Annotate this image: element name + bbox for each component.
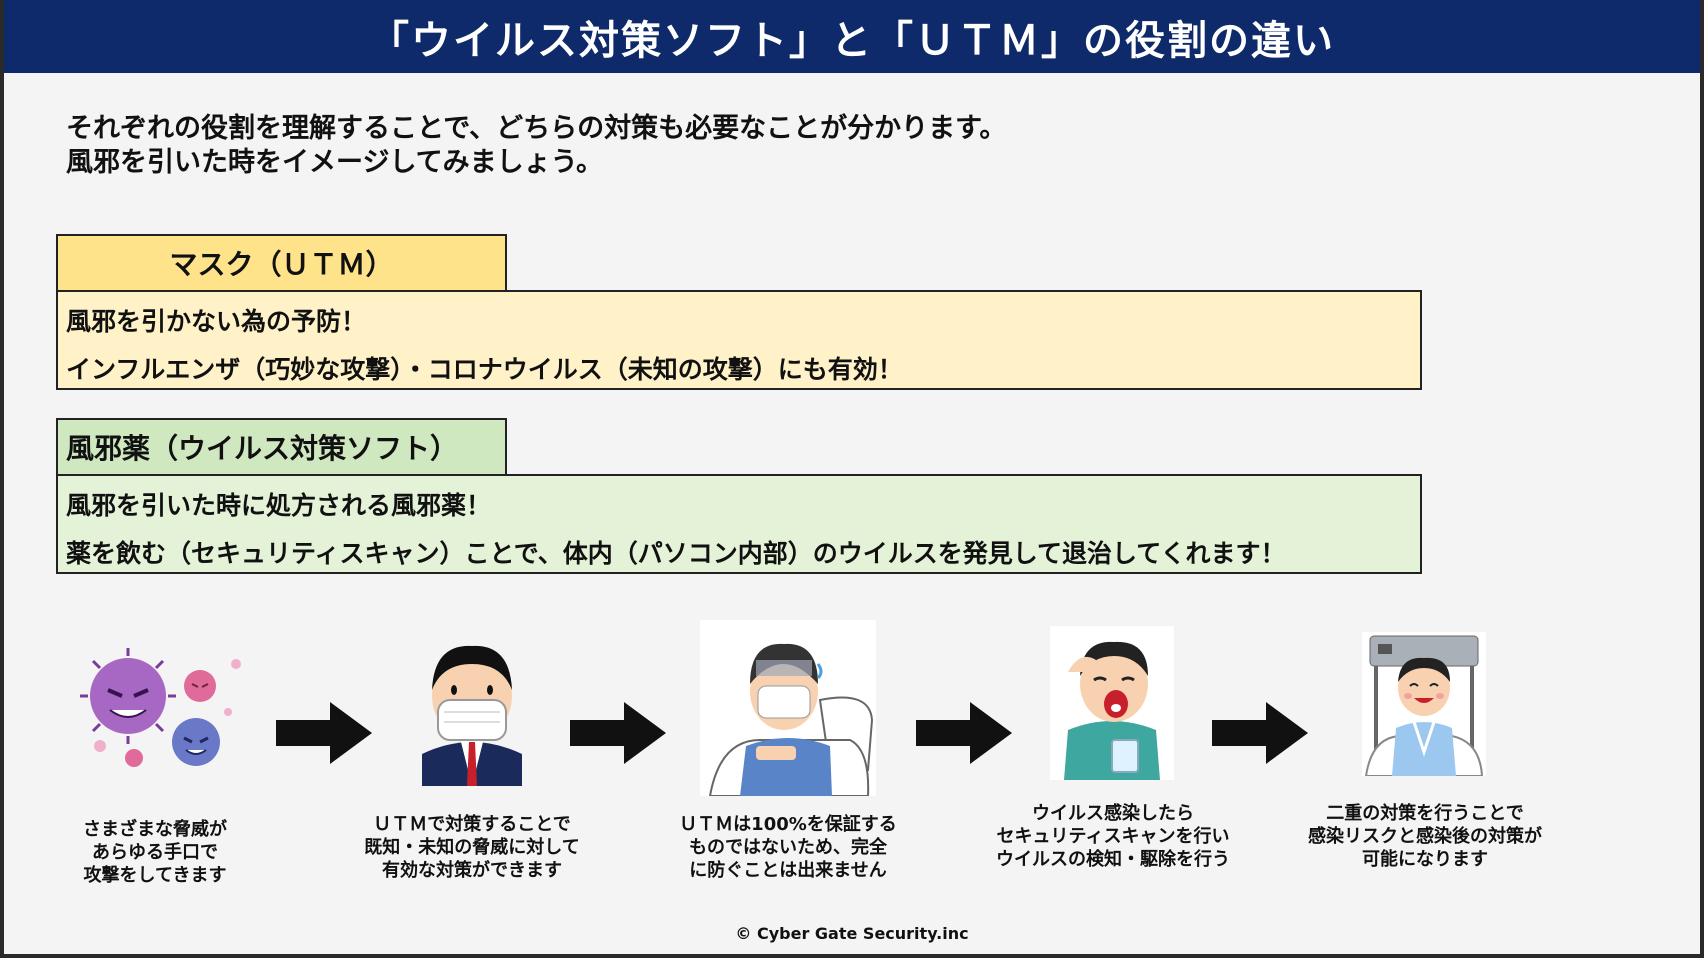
- taking-medicine-illustration: [1050, 626, 1174, 780]
- intro-line-1: それぞれの役割を理解することで、どちらの対策も必要なことが分かります。: [66, 113, 1007, 144]
- step-caption-1: さまざまな脅威が あらゆる手口で 攻撃をしてきます: [58, 818, 252, 887]
- sick-in-bed-illustration: [700, 620, 876, 796]
- caption-line: に防ぐことは出来ません: [689, 860, 887, 881]
- caption-line: 有効な対策ができます: [382, 860, 562, 881]
- mask-line-2: インフルエンザ（巧妙な攻撃）・コロナウイルス（未知の攻撃）にも有効！: [66, 355, 903, 384]
- caption-line: ウイルス感染したら: [1032, 803, 1194, 824]
- caption-line: 二重の対策を行うことで: [1326, 803, 1524, 824]
- mask-box: 風邪を引かない為の予防！ インフルエンザ（巧妙な攻撃）・コロナウイルス（未知の攻…: [56, 290, 1422, 390]
- intro-line-2: 風邪を引いた時をイメージしてみましょう。: [66, 147, 604, 178]
- intro-text: それぞれの役割を理解することで、どちらの対策も必要なことが分かります。 風邪を引…: [66, 112, 1006, 180]
- masked-man-illustration: [422, 645, 522, 786]
- arrow-icon: [276, 702, 372, 764]
- title-bar: 「ウイルス対策ソフト」と「ＵＴＭ」の役割の違い: [4, 0, 1700, 73]
- arrow-icon: [570, 702, 666, 764]
- recovered-patient-illustration: [1362, 632, 1486, 776]
- arrow-icon: [916, 702, 1012, 764]
- caption-line: ウイルスの検知・駆除を行う: [996, 849, 1230, 870]
- arrow-icon: [1212, 702, 1308, 764]
- page-title: 「ウイルス対策ソフト」と「ＵＴＭ」の役割の違い: [369, 17, 1335, 64]
- medicine-tab: 風邪薬（ウイルス対策ソフト）: [56, 418, 507, 474]
- medicine-line-2: 薬を飲む（セキュリティスキャン）ことで、体内（パソコン内部）のウイルスを発見して…: [66, 539, 1286, 568]
- caption-line: ＵＴＭは100%を保証する: [679, 814, 897, 835]
- caption-line: 既知・未知の脅威に対して: [364, 837, 580, 858]
- slide: 「ウイルス対策ソフト」と「ＵＴＭ」の役割の違い それぞれの役割を理解することで、…: [4, 0, 1700, 954]
- step-caption-5: 二重の対策を行うことで 感染リスクと感染後の対策が 可能になります: [1280, 802, 1570, 871]
- caption-line: ものではないため、完全: [689, 837, 887, 858]
- medicine-line-1: 風邪を引いた時に処方される風邪薬！: [66, 491, 492, 520]
- caption-line: あらゆる手口で: [92, 842, 218, 863]
- caption-line: 攻撃をしてきます: [83, 865, 227, 886]
- step-caption-2: ＵＴＭで対策することで 既知・未知の脅威に対して 有効な対策ができます: [342, 813, 602, 882]
- caption-line: 感染リスクと感染後の対策が: [1308, 826, 1542, 847]
- copyright-footer: © Cyber Gate Security.inc: [735, 924, 969, 943]
- mask-line-1: 風邪を引かない為の予防！: [66, 307, 367, 336]
- caption-line: 可能になります: [1362, 849, 1488, 870]
- step-caption-4: ウイルス感染したら セキュリティスキャンを行い ウイルスの検知・駆除を行う: [968, 802, 1258, 871]
- mask-tab: マスク（ＵＴＭ）: [56, 234, 507, 290]
- medicine-box: 風邪を引いた時に処方される風邪薬！ 薬を飲む（セキュリティスキャン）ことで、体内…: [56, 474, 1422, 574]
- caption-line: さまざまな脅威が: [83, 819, 227, 840]
- caption-line: セキュリティスキャンを行い: [996, 826, 1230, 847]
- caption-line: ＵＴＭで対策することで: [373, 814, 571, 835]
- virus-illustration: [80, 648, 241, 767]
- step-caption-3: ＵＴＭは100%を保証する ものではないため、完全 に防ぐことは出来ません: [658, 813, 918, 882]
